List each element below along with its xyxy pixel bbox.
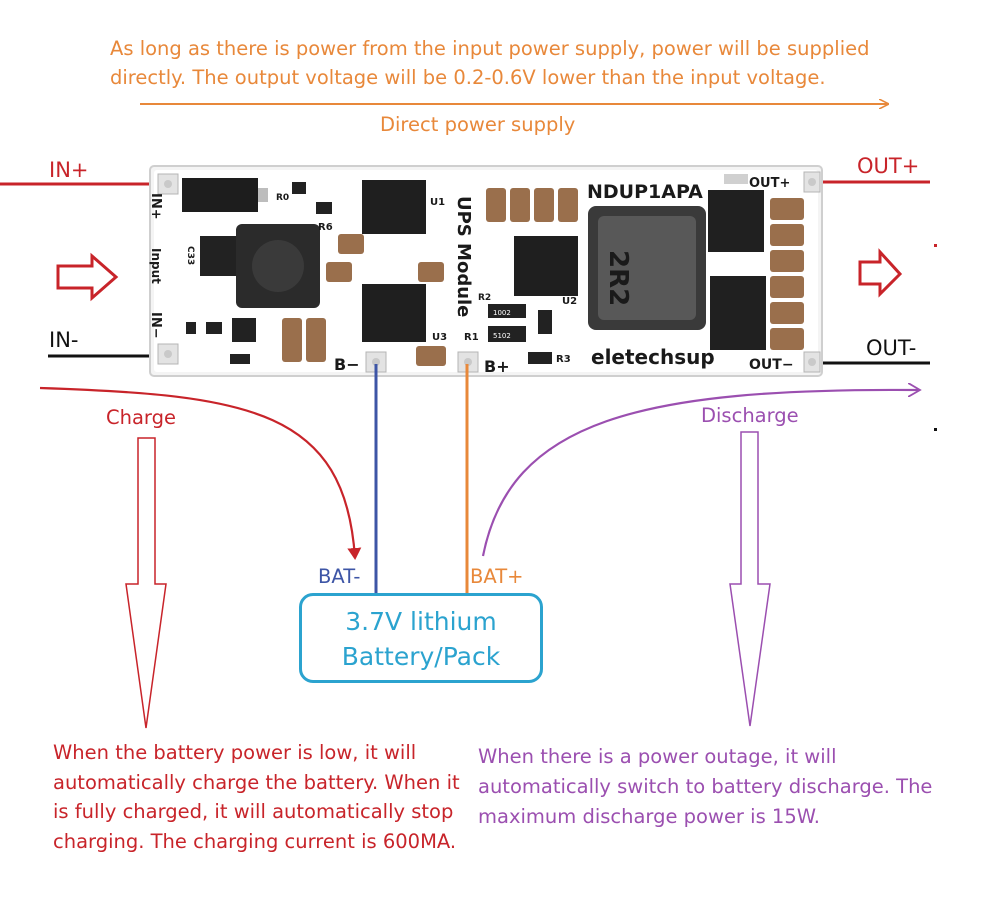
charge-down-arrow <box>125 437 167 729</box>
output-direction-arrow <box>858 248 903 298</box>
chip-u3 <box>362 284 426 342</box>
res-5102-label: 5102 <box>493 332 511 340</box>
board-brand: eletechsup <box>591 345 715 369</box>
capacitor-bank <box>770 198 804 350</box>
silk-b-plus: B+ <box>484 357 510 376</box>
silk-r2: R2 <box>478 293 491 303</box>
silk-r0: R0 <box>276 193 289 203</box>
silk-in-minus: IN− <box>148 312 163 339</box>
silk-out-minus: OUT− <box>749 357 794 373</box>
pcb-board: NDUP1APA eletechsup UPS Module IN+ Input… <box>148 165 823 377</box>
silk-u2: U2 <box>562 296 577 307</box>
board-module-name: UPS Module <box>453 196 474 317</box>
charge-curve-arrow <box>39 386 362 560</box>
chip-top-left <box>182 178 258 212</box>
direct-supply-label: Direct power supply <box>380 113 576 136</box>
battery-line-2: Battery/Pack <box>341 642 501 671</box>
inductor-main <box>588 206 706 330</box>
silk-c33: C33 <box>185 246 195 265</box>
silk-out-plus: OUT+ <box>749 176 790 191</box>
out-minus-label: OUT- <box>866 336 917 360</box>
chip-u1 <box>362 180 426 234</box>
silk-r6: R6 <box>318 222 333 233</box>
discharge-down-arrow <box>729 431 771 727</box>
silk-input: Input <box>149 248 163 284</box>
charge-label: Charge <box>106 406 176 429</box>
bat-plus-label: BAT+ <box>470 565 524 588</box>
inductor-mark: 2R2 <box>603 250 633 306</box>
silk-r3: R3 <box>556 354 571 365</box>
out-plus-label: OUT+ <box>857 154 920 178</box>
res-1002-label: 1002 <box>493 309 511 317</box>
in-plus-label: IN+ <box>49 158 89 182</box>
discharge-curve-arrow <box>481 390 918 557</box>
discharge-label: Discharge <box>701 404 799 427</box>
silk-r1: R1 <box>464 332 479 343</box>
chip-u2 <box>514 236 578 296</box>
board-model: NDUP1APA <box>587 181 703 203</box>
battery-pack-box: 3.7V lithium Battery/Pack <box>299 593 543 683</box>
bat-minus-label: BAT- <box>318 565 361 588</box>
mosfet-top <box>708 190 764 252</box>
silk-in-plus: IN+ <box>148 193 163 220</box>
charge-description: When the battery power is low, it will a… <box>53 741 460 853</box>
mosfet-bottom <box>710 276 766 350</box>
discharge-description: When there is a power outage, it will au… <box>478 745 933 828</box>
silk-u3: U3 <box>432 332 447 343</box>
direct-supply-note: As long as there is power from the input… <box>110 37 870 89</box>
silk-b-minus: B− <box>334 355 360 374</box>
battery-line-1: 3.7V lithium <box>345 607 497 636</box>
input-direction-arrow <box>56 252 119 302</box>
in-minus-label: IN- <box>49 328 79 352</box>
silk-u1: U1 <box>430 197 445 208</box>
